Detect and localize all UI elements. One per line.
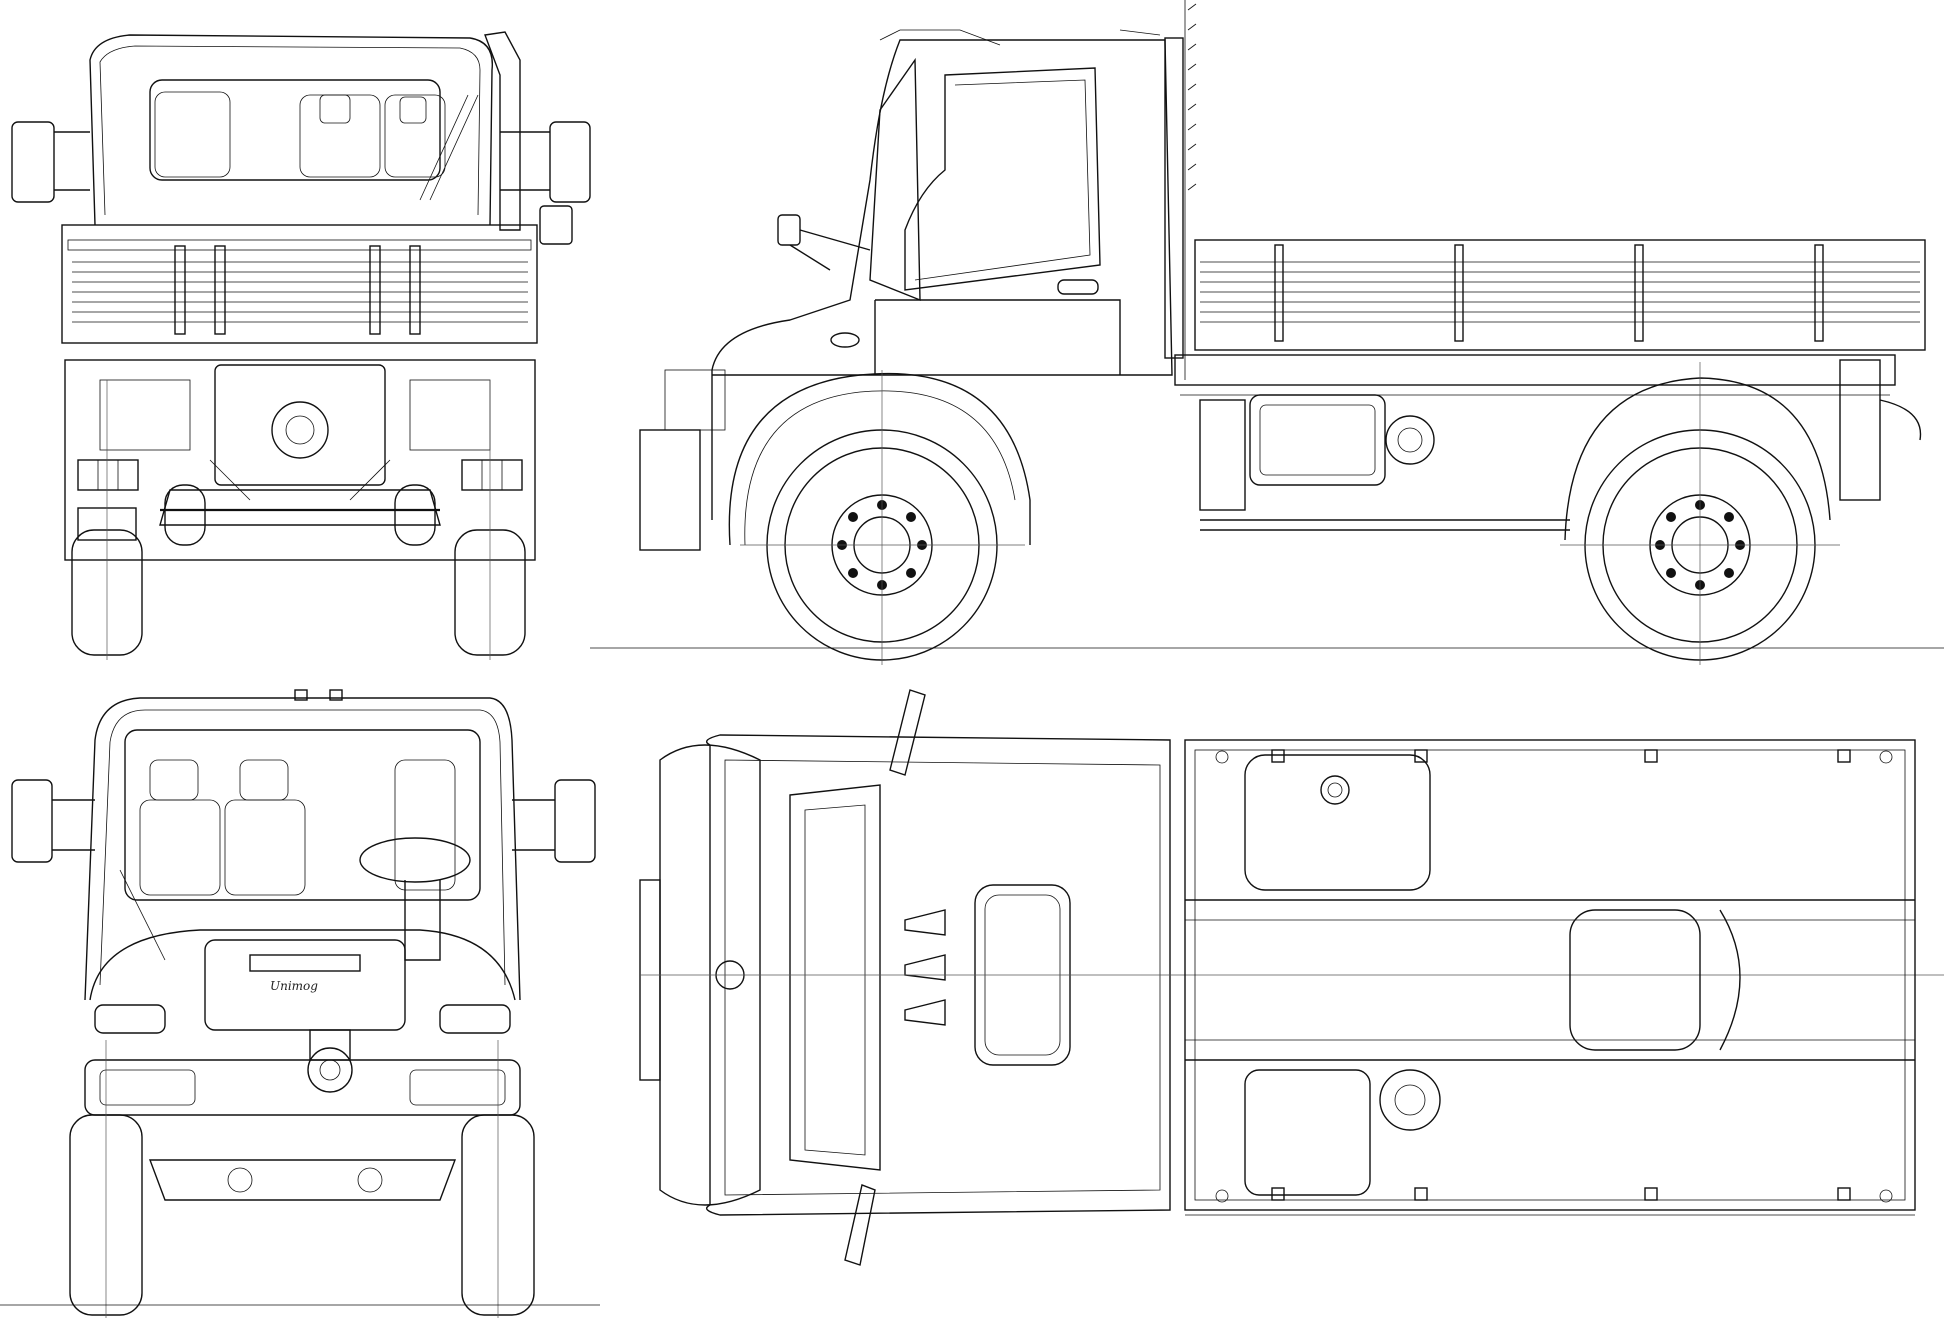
- front-windshield: [124, 729, 481, 901]
- side-bed-slats: [1200, 261, 1920, 323]
- rear-light-box-right: [539, 205, 573, 245]
- rear-chassis-frame: [64, 359, 536, 561]
- front-seat-mid: [224, 799, 306, 896]
- rear-view: [11, 31, 591, 660]
- side-door-handle: [1057, 279, 1099, 295]
- rear-tail-light-right: [461, 459, 523, 491]
- front-cab-outline: [84, 697, 521, 1001]
- rear-window: [149, 79, 441, 181]
- side-exhaust-stack: [1164, 37, 1184, 359]
- top-hood: [789, 784, 881, 1171]
- front-badge-text: Unimog: [270, 979, 318, 993]
- front-bumper: [84, 1059, 521, 1116]
- front-seat-left: [139, 799, 221, 896]
- top-mirror-upper: [889, 689, 926, 776]
- rear-seat-mid: [299, 94, 381, 178]
- rear-differential: [214, 364, 386, 486]
- rear-cab-inner: [99, 45, 481, 216]
- side-windshield: [869, 57, 921, 302]
- side-door: [874, 299, 1121, 375]
- front-steering-wheel: [359, 837, 471, 883]
- side-cargo-bed: [1194, 239, 1926, 351]
- side-cab-outline: [711, 39, 1173, 520]
- top-fuel-tank: [1244, 754, 1431, 891]
- side-air-tank: [1385, 415, 1435, 465]
- rear-mirror-left: [11, 121, 55, 203]
- rear-cab-outline: [89, 34, 494, 226]
- front-mirror-left: [11, 779, 53, 863]
- top-mirror-lower: [844, 1184, 876, 1266]
- top-cab-outline: [706, 734, 1171, 1216]
- side-rear-wheel: [1560, 362, 1840, 665]
- rear-mirror-right: [549, 121, 591, 203]
- top-air-tank: [1379, 1069, 1441, 1131]
- side-mirror: [777, 214, 801, 246]
- side-front-wheel: [740, 370, 1025, 665]
- rear-bed-slats: [72, 261, 528, 323]
- side-chassis-rail: [1174, 354, 1896, 386]
- front-view: Unimog: [0, 689, 600, 1318]
- rear-cargo-bed: [61, 224, 538, 344]
- rear-seat-left: [154, 91, 231, 178]
- side-door-window: [904, 67, 1101, 291]
- side-fuel-tank: [1249, 394, 1386, 486]
- top-front-bumper: [639, 879, 661, 1081]
- rear-seat-right: [384, 94, 446, 178]
- top-battery-box: [1244, 1069, 1371, 1196]
- front-hood: [89, 929, 516, 1001]
- front-headlight-right: [439, 1004, 511, 1034]
- top-view: [639, 689, 1944, 1266]
- side-front-fender: [728, 372, 1031, 546]
- top-spare-wheel-area: [1569, 909, 1701, 1051]
- side-rear-fender: [1564, 377, 1831, 541]
- rear-exhaust-stack: [484, 31, 521, 231]
- side-view: [590, 0, 1944, 665]
- front-grille: [204, 939, 406, 1031]
- rear-tail-light-left: [77, 459, 139, 491]
- front-tow-hitch: [307, 1047, 353, 1093]
- front-seat-right: [394, 759, 456, 891]
- front-axle: [148, 1159, 457, 1201]
- front-mirror-right: [554, 779, 596, 863]
- side-front-bumper: [639, 429, 701, 551]
- front-badge-plate: [249, 954, 361, 972]
- front-headlight-left: [94, 1004, 166, 1034]
- top-cargo-bed: [1184, 739, 1916, 1211]
